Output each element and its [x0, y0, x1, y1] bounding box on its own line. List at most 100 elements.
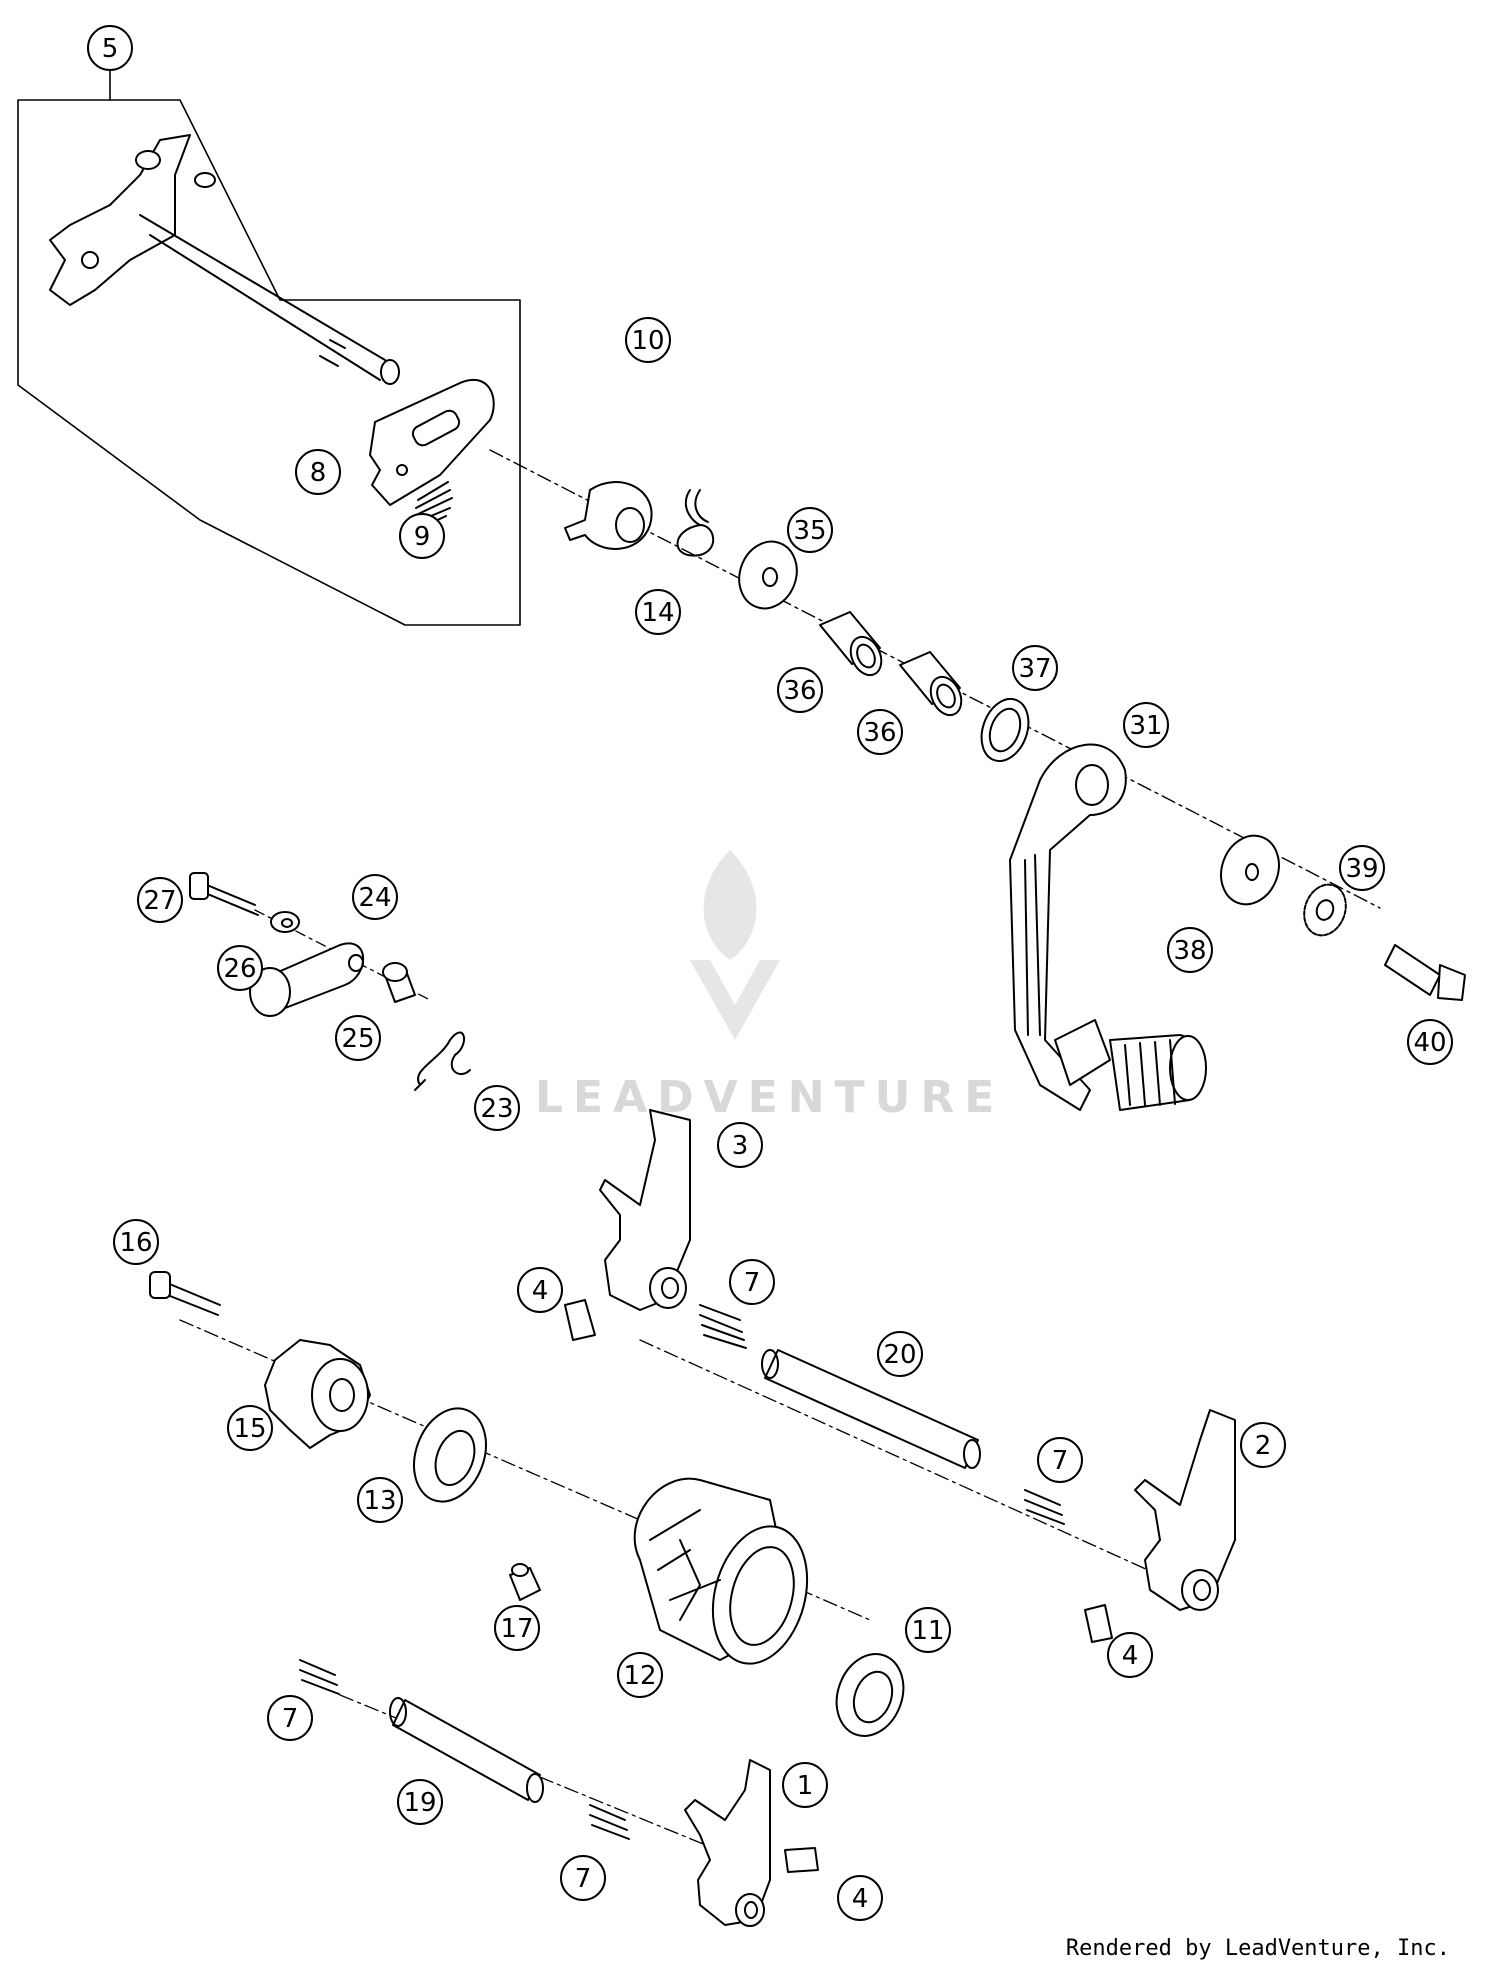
callout-circle	[782, 1762, 828, 1808]
callout-3: 3	[717, 1122, 763, 1168]
small-spring	[411, 481, 453, 533]
callout-38: 38	[1167, 927, 1213, 973]
callout-number: 20	[883, 1340, 916, 1370]
callout-circle	[399, 513, 445, 559]
callout-number: 7	[744, 1268, 761, 1298]
callout-circle	[857, 709, 903, 755]
callout-circle	[617, 1652, 663, 1698]
callout-number: 4	[1122, 1641, 1139, 1671]
needle-bearing-36a	[819, 611, 883, 677]
callout-7: 7	[267, 1695, 313, 1741]
spring-7d	[589, 1804, 630, 1840]
guide-10	[564, 481, 653, 550]
callout-circle	[137, 877, 183, 923]
callout-16: 16	[113, 1219, 159, 1265]
shift-lever	[1009, 743, 1207, 1111]
detent-lever-assembly	[189, 872, 471, 1091]
callout-number: 2	[1255, 1431, 1272, 1461]
callout-circle	[1339, 845, 1385, 891]
callout-number: 36	[783, 676, 816, 706]
callout-number: 11	[911, 1616, 944, 1646]
callout-circle	[635, 589, 681, 635]
callout-circle	[87, 25, 133, 71]
callout-9: 9	[399, 513, 445, 559]
callout-40: 40	[1407, 1019, 1453, 1065]
callout-number: 15	[233, 1414, 266, 1444]
callout-number: 17	[500, 1614, 533, 1644]
callout-circle	[397, 1779, 443, 1825]
callout-11: 11	[905, 1607, 951, 1653]
callout-4: 4	[837, 1875, 883, 1921]
callout-number: 37	[1018, 654, 1051, 684]
callout-number: 3	[732, 1131, 749, 1161]
callout-circle	[729, 1259, 775, 1305]
shift-drum-12	[633, 1477, 809, 1665]
callout-circle	[494, 1605, 540, 1651]
callout-circle	[352, 874, 398, 920]
shift-fork-2	[1134, 1409, 1236, 1611]
leadventure-watermark: LEADVENTURE	[535, 850, 1004, 1123]
callout-number: 9	[414, 522, 431, 552]
callout-circle	[625, 317, 671, 363]
callout-17: 17	[494, 1605, 540, 1651]
callout-4: 4	[517, 1267, 563, 1313]
callout-circle	[1107, 1632, 1153, 1678]
callout-number: 31	[1129, 711, 1162, 741]
spring-7b	[1024, 1489, 1065, 1525]
callout-circle	[335, 1015, 381, 1061]
callout-circle	[905, 1607, 951, 1653]
callout-circle	[1167, 927, 1213, 973]
callout-24: 24	[352, 874, 398, 920]
callout-7: 7	[560, 1855, 606, 1901]
callout-number: 10	[631, 326, 664, 356]
shift-star-15	[264, 1339, 371, 1449]
callout-circle	[1012, 645, 1058, 691]
callout-number: 7	[282, 1704, 299, 1734]
callout-number: 4	[532, 1276, 549, 1306]
callout-5: 5	[87, 25, 133, 71]
screw-17	[509, 1563, 541, 1601]
callout-15: 15	[227, 1405, 273, 1451]
callout-number: 7	[1052, 1446, 1069, 1476]
callout-20: 20	[877, 1331, 923, 1377]
callout-circle	[113, 1219, 159, 1265]
callout-35: 35	[787, 507, 833, 553]
callout-14: 14	[635, 589, 681, 635]
fork-rod-19	[389, 1697, 544, 1803]
pin-4c	[784, 1847, 819, 1873]
bearing-11	[835, 1653, 905, 1737]
spring-clip-14	[676, 489, 715, 557]
assembly-box	[17, 99, 521, 626]
pin-4a	[564, 1299, 596, 1341]
callout-circle	[787, 507, 833, 553]
callout-circle	[1240, 1422, 1286, 1468]
callout-36: 36	[777, 667, 823, 713]
lock-washer-39	[1303, 883, 1347, 937]
callout-circle	[295, 449, 341, 495]
callout-number: 25	[341, 1024, 374, 1054]
callout-number: 13	[363, 1486, 396, 1516]
callout-8: 8	[295, 449, 341, 495]
callout-circle	[1123, 702, 1169, 748]
bolt-16	[149, 1271, 221, 1316]
callout-number: 19	[403, 1788, 436, 1818]
seal-37	[980, 698, 1030, 762]
shift-shaft	[49, 134, 400, 385]
callout-circle	[877, 1331, 923, 1377]
callout-circle	[227, 1405, 273, 1451]
callout-number: 8	[310, 458, 327, 488]
callout-circle	[560, 1855, 606, 1901]
callout-number: 16	[119, 1228, 152, 1258]
bearing-13	[413, 1407, 487, 1503]
spring-7c	[299, 1659, 340, 1695]
callout-circle	[357, 1477, 403, 1523]
watermark-text: LEADVENTURE	[535, 1072, 1004, 1123]
callout-circle	[267, 1695, 313, 1741]
callout-7: 7	[1037, 1437, 1083, 1483]
callout-27: 27	[137, 877, 183, 923]
callout-26: 26	[217, 945, 263, 991]
callout-number: 26	[223, 954, 256, 984]
callout-number: 40	[1413, 1028, 1446, 1058]
callout-36: 36	[857, 709, 903, 755]
